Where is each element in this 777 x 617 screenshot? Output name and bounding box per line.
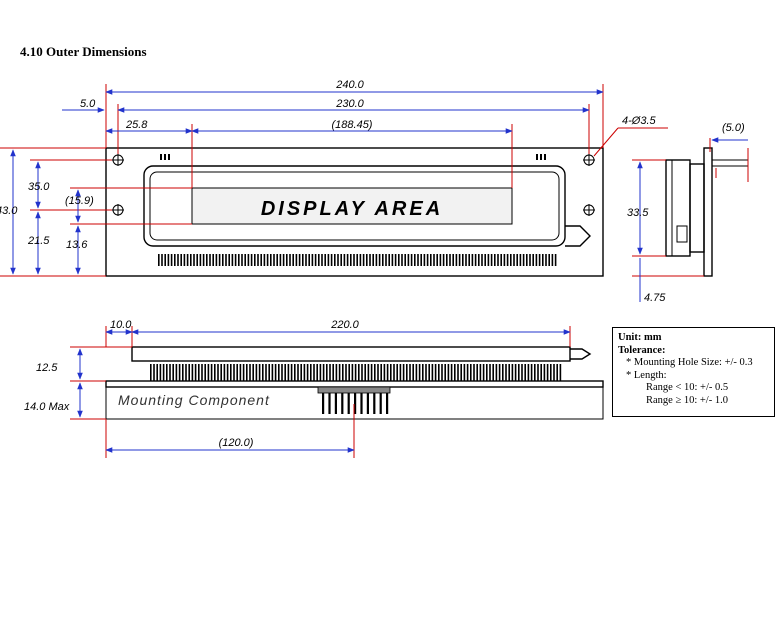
pin-row-top [160,154,546,160]
dim-pcb-height: 12.5 [36,362,58,374]
display-area-label: DISPLAY AREA [261,198,443,220]
side-pcb [703,147,713,277]
dim-lower-height: 21.5 [27,235,50,247]
mounting-hole-ml [112,204,124,216]
section-title: 4.10 Outer Dimensions [20,44,147,59]
exhaust-tip [565,225,591,247]
bottom-pcb [105,380,604,388]
dim-display-height: (15.9) [65,195,94,207]
module-outline [105,147,604,277]
dim-holes: 4-Ø3.5 [622,115,657,127]
pin-row-side [150,364,562,381]
tolerance-notes: Unit: mm Tolerance: * Mounting Hole Size… [612,327,775,417]
bottom-dimensions: 10.0 220.0 12.5 14.0 Max (120.0) [24,319,571,458]
dim-display-offset: 25.8 [125,119,148,131]
mounting-hole-tl [112,154,124,166]
dim-display-width: (188.45) [332,119,373,131]
dim-max-height: 14.0 Max [24,401,70,413]
dim-upper-height: 35.0 [28,181,50,193]
hole-size-note: * Mounting Hole Size: +/- 0.3 [626,357,753,368]
pin-row-bottom [158,254,557,266]
bottom-tip [570,348,592,360]
front-dimensions: 240.0 230.0 5.0 25.8 (188.45) 4-Ø3.5 43.… [0,79,668,277]
tolerance-label: Tolerance: [618,344,666,356]
mounting-component-label: Mounting Component [118,392,270,408]
front-view: DISPLAY AREA [105,147,604,277]
range-large-note: Range ≥ 10: +/- 1.0 [646,394,728,406]
bezel-outer [143,165,566,247]
side-tip [676,225,688,243]
dim-hole-offset: 5.0 [80,98,96,110]
range-small-note: Range < 10: +/- 0.5 [646,382,729,393]
connector-pins [322,393,389,414]
dim-overall-width: 240.0 [335,79,364,91]
mounting-hole-tr [583,154,595,166]
dim-pin-span: 220.0 [330,319,359,331]
bezel-inner [149,171,560,241]
dim-side-offset: (5.0) [722,122,745,134]
connector-body [317,386,391,394]
length-note: * Length: [626,369,667,381]
dim-side-height: 33.5 [627,207,649,219]
dim-component-center: (120.0) [219,437,254,449]
unit-label: Unit: mm [618,332,662,343]
display-area-box [191,187,513,225]
dim-pin-offset: 10.0 [110,319,132,331]
dim-overall-height: 43.0 [0,205,18,217]
dim-lower-inner: 13.6 [66,239,88,251]
bottom-glass [131,346,571,362]
bottom-view: Mounting Component [105,346,604,420]
side-view: (5.0) 33.5 4.75 [627,122,749,304]
dim-hole-pitch: 230.0 [335,98,364,110]
side-bezel [689,163,705,253]
dim-side-bottom: 4.75 [644,292,666,304]
mounting-hole-mr [583,204,595,216]
